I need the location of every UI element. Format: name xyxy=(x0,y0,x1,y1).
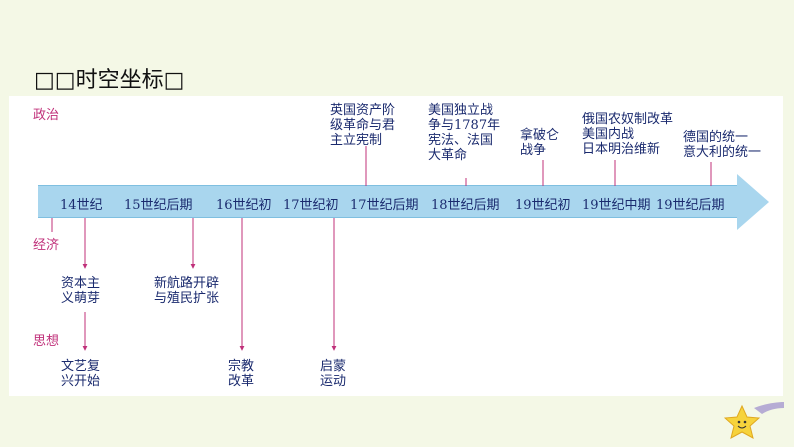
tick-label: 19世纪初 xyxy=(515,198,571,213)
politics-event: 德国的统一 意大利的统一 xyxy=(683,130,762,160)
page-title: □□时空坐标□ xyxy=(34,68,185,93)
timeline-arrowhead xyxy=(737,174,769,230)
tick-label: 16世纪初 xyxy=(216,198,272,213)
politics-event: 俄国农奴制改革 美国内战 日本明治维新 xyxy=(582,112,674,157)
timeline-bar xyxy=(38,185,740,218)
tick-label: 14世纪 xyxy=(60,198,103,213)
tick-label: 19世纪中期 xyxy=(582,198,651,213)
category-label-politics: 政治 xyxy=(33,108,60,123)
politics-event: 英国资产阶 级革命与君 主立宪制 xyxy=(330,103,396,148)
politics-event: 拿破仑 战争 xyxy=(520,128,560,158)
category-label-economy: 经济 xyxy=(33,238,60,253)
thought-event: 启蒙 运动 xyxy=(320,359,347,389)
tick-label: 15世纪后期 xyxy=(124,198,193,213)
tick-label: 17世纪初 xyxy=(283,198,339,213)
economy-event: 新航路开辟 与殖民扩张 xyxy=(154,276,220,306)
tick-label: 17世纪后期 xyxy=(350,198,419,213)
tick-label: 19世纪后期 xyxy=(656,198,725,213)
thought-event: 文艺复 兴开始 xyxy=(61,359,101,389)
thought-event: 宗教 改革 xyxy=(228,359,255,389)
star-icon xyxy=(724,402,784,439)
tick-label: 18世纪后期 xyxy=(431,198,500,213)
category-label-thought: 思想 xyxy=(33,334,60,349)
timeline-panel xyxy=(9,96,783,396)
economy-event: 资本主 义萌芽 xyxy=(61,276,101,306)
politics-event: 美国独立战 争与1787年 宪法、法国 大革命 xyxy=(428,103,501,163)
